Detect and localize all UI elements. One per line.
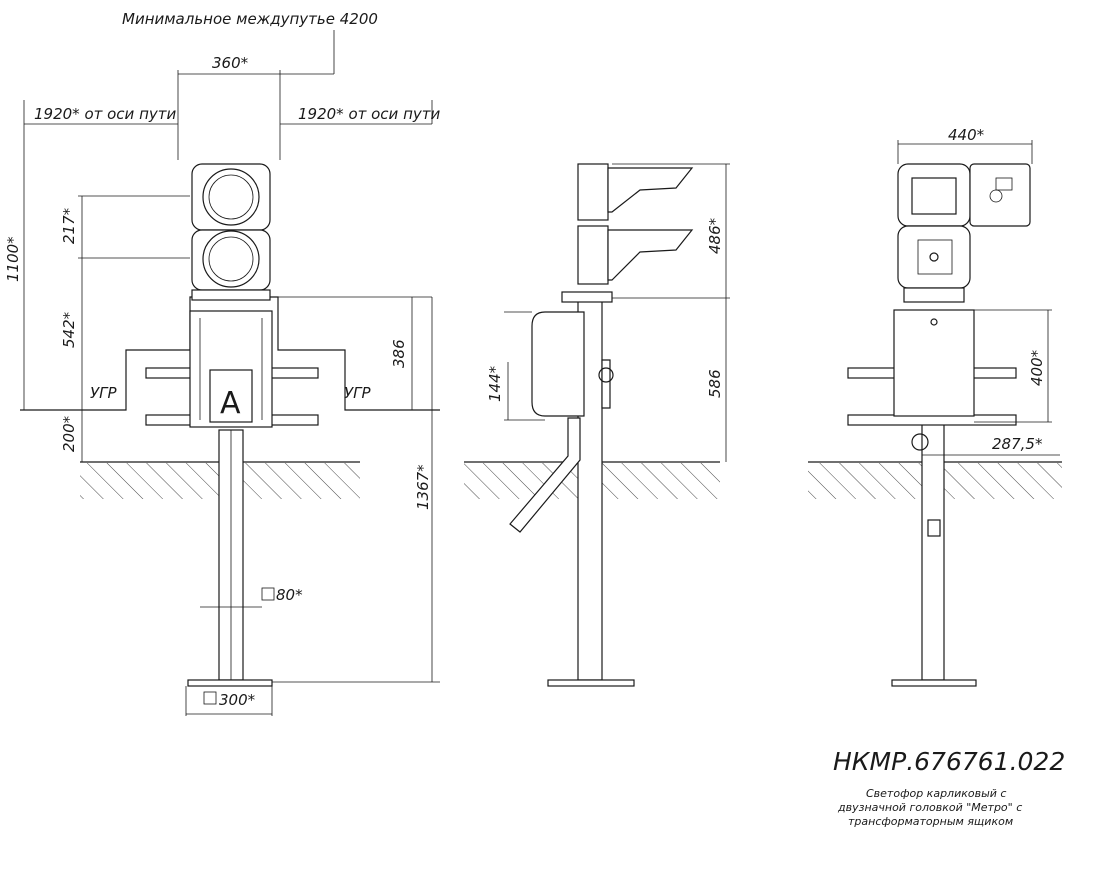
lens-upper [202, 168, 260, 226]
transformer-box-side [531, 311, 585, 417]
dim-486: 486* [706, 217, 724, 254]
visor-upper [607, 167, 694, 213]
dim-586: 586 [706, 369, 724, 398]
rear-view: 440* 400* 287,5* [808, 126, 1062, 687]
base-plate-side [547, 679, 635, 687]
drawing-desc-line-2: двузначной головкой "Метро" с [837, 801, 1022, 814]
clamp-side [601, 359, 611, 409]
dim-300: 300* [219, 691, 256, 709]
dim-542: 542* [60, 311, 78, 348]
dim-1100: 1100* [4, 236, 22, 282]
transformer-box-rear [893, 309, 975, 417]
drawing-desc-line-3: трансформаторным ящиком [848, 815, 1013, 828]
drain-fitting [927, 519, 941, 537]
dim-440: 440* [948, 126, 985, 144]
dim-400: 400* [1028, 349, 1046, 386]
plate-a [209, 369, 253, 423]
dim-1367: 1367* [414, 464, 432, 510]
cable-pipe [509, 417, 581, 533]
square-symbol-300 [203, 691, 217, 705]
bracket-side [561, 291, 613, 303]
top-note: Минимальное междупутье 4200 [122, 10, 378, 28]
visor-lower [607, 229, 694, 281]
head-bracket-front [191, 289, 271, 301]
ugr-right-label: УГР [344, 384, 371, 402]
side-view: 486* 586 144* [464, 163, 730, 687]
dim-287-5: 287,5* [992, 435, 1043, 453]
dim-386: 386 [390, 339, 408, 368]
dim-200: 200* [60, 415, 78, 452]
head-side-upper [577, 163, 609, 221]
cover-latch [995, 177, 1013, 191]
dim-217: 217* [60, 207, 78, 244]
head-side-lower [577, 225, 609, 285]
drawing-code: НКМР.676761.022 [833, 747, 1065, 776]
square-symbol-80 [261, 587, 275, 601]
bracket-rear [903, 287, 965, 303]
cable-gland-rear [911, 433, 929, 451]
pole-rear [921, 419, 945, 681]
lens-lower [202, 230, 260, 288]
ugr-left-label: УГР [90, 384, 117, 402]
base-plate-rear [891, 679, 977, 687]
head-rear-lower [897, 225, 971, 289]
plate-letter: А [220, 386, 241, 421]
base-plate-front [187, 679, 273, 687]
dim-144: 144* [486, 365, 504, 402]
dim-1920-left: 1920* от оси пути [34, 105, 176, 123]
open-cover [969, 163, 1031, 227]
title-block: НКМР.676761.022 Светофор карликовый с дв… [833, 747, 1065, 828]
signal-head-upper [191, 163, 271, 231]
front-view: А 360* 1920* от оси пути 1920* от оси пу… [4, 30, 440, 716]
dim-80: 80* [276, 586, 303, 604]
drawing-desc-line-1: Светофор карликовый с [866, 787, 1006, 800]
rear-plate [917, 239, 953, 275]
terminal-block [911, 177, 957, 215]
dim-360: 360* [212, 54, 249, 72]
clamp-bolt-side [598, 367, 614, 383]
dim-1920-right: 1920* от оси пути [298, 105, 440, 123]
